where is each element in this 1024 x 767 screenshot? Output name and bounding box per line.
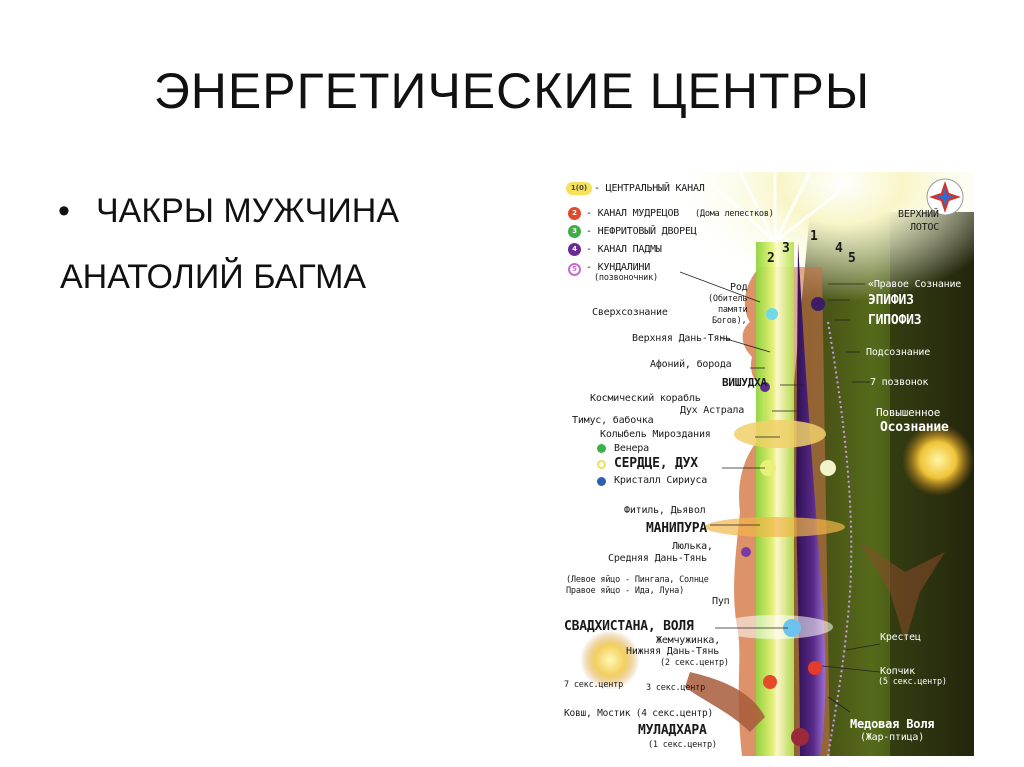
label-kolybel: Колыбель Мироздания [600,429,711,440]
label-levoe-yaytso: (Левое яйцо - Пингала, Солнце [566,575,709,585]
legend-label-4: - КАНАЛ ПАДМЫ [586,244,662,255]
label-timus: Тимус, бабочка [572,415,654,426]
label-kosmicheskiy-korabl: Космический корабль [590,393,701,404]
label-pamyati: памяти [718,305,748,315]
chakra-illustration [580,172,974,756]
label-kovsh: Ковш, Мостик (4 секс.центр) [564,708,714,719]
legend-dot-1: 1(0) [566,182,592,195]
bullet-item: • ЧАКРЫ МУЖЧИНА [58,192,399,231]
legend-label-3: - НЕФРИТОВЫЙ ДВОРЕЦ [586,226,697,237]
label-gipofiz: ГИПОФИЗ [868,313,922,328]
label-venera: Венера [614,443,649,454]
label-kristall-siriusa: Кристалл Сириуса [614,475,708,486]
legend-dot-4: 4 [568,243,581,256]
channel-number-1: 1 [810,229,818,244]
label-lotos: ЛОТОС [910,222,940,233]
label-rod: Род [730,282,748,293]
label-obitel: (Обитель [708,294,748,304]
dot-venera [597,444,606,453]
slide-title: ЭНЕРГЕТИЧЕСКИЕ ЦЕНТРЫ [153,63,871,119]
label-povyshennoe: Повышенное [876,406,941,419]
legend-label-1: - ЦЕНТРАЛЬНЫЙ КАНАЛ [594,183,705,194]
label-serdtse-dukh: СЕРДЦЕ, ДУХ [614,456,698,471]
legend-label-2: - КАНАЛ МУДРЕЦОВ [586,208,680,219]
label-podsoznanie: Подсознание [866,347,931,358]
label-epifiz: ЭПИФИЗ [868,293,914,308]
label-krestets: Крестец [880,632,921,643]
label-osoznanie: Осознание [880,420,949,435]
bullet-glyph: • [58,192,70,230]
legend-dot-3: 3 [568,225,581,238]
legend-note-2: (Дома лепестков) [695,209,774,219]
label-afoniy: Афоний, борода [650,359,732,370]
label-muladhara: МУЛАДХАРА [638,723,707,738]
label-svadkhistana: СВАДХИСТАНА, ВОЛЯ [564,619,694,634]
label-sex-center-7: 7 секс.центр [564,680,624,690]
bullet-text: ЧАКРЫ МУЖЧИНА [96,192,400,230]
channel-number-3: 3 [782,241,790,256]
label-sverkhsoznanie: Сверхсознание [592,307,668,318]
label-sex-center-1: (1 секс.центр) [648,740,717,750]
label-vishudha: ВИШУДХА [722,376,767,389]
legend-note-5: (позвоночник) [594,273,658,283]
label-pozvonok-7: 7 позвонок [870,377,929,388]
label-sex-center-2: (2 секс.центр) [660,658,729,668]
channel-number-4: 4 [835,241,843,256]
channel-number-2: 2 [767,251,775,266]
label-lyulka: Люлька, [672,541,713,552]
label-kopchik: Копчик [880,666,915,677]
label-zhemchuzhinka: Жемчужинка, [656,635,721,646]
label-pravoe-soznanie: «Правое Сознание [868,279,962,290]
label-nizh-dan-tyan: Нижняя Дань-Тянь [626,646,720,657]
label-manipura: МАНИПУРА [646,521,708,536]
legend-dot-2: 2 [568,207,581,220]
label-sex-center-5: (5 секс.центр) [878,677,947,687]
label-pravoe-yaytso: Правое яйцо - Ида, Луна) [566,586,685,596]
label-fitil: Фитиль, Дьявол [624,505,706,516]
legend-label-5: - КУНДАЛИНИ [586,262,651,273]
chakra-figure: 1(0) - ЦЕНТРАЛЬНЫЙ КАНАЛ 2 - КАНАЛ МУДРЕ… [560,172,974,756]
label-verkh-dan-tyan: Верхняя Дань-Тянь [632,333,731,344]
label-verkhniy: ВЕРХНИЙ [898,209,939,220]
dot-serdtse [597,460,606,469]
legend-dot-5: 5 [568,263,581,276]
label-sex-center-3: 3 секс.центр [646,683,706,693]
author-line: АНАТОЛИЙ БАГМА [60,258,367,296]
dot-kristall [597,477,606,486]
label-zhar-ptitsa: (Жар-птица) [860,732,925,743]
label-bogov: Богов), [712,316,747,326]
channel-number-5: 5 [848,251,856,266]
label-dukh-astrala: Дух Астрала [680,405,745,416]
label-medovaya-volya: Медовая Воля [850,717,935,731]
label-pup: Пуп [712,596,730,607]
label-sred-dan-tyan: Средняя Дань-Тянь [608,553,707,564]
